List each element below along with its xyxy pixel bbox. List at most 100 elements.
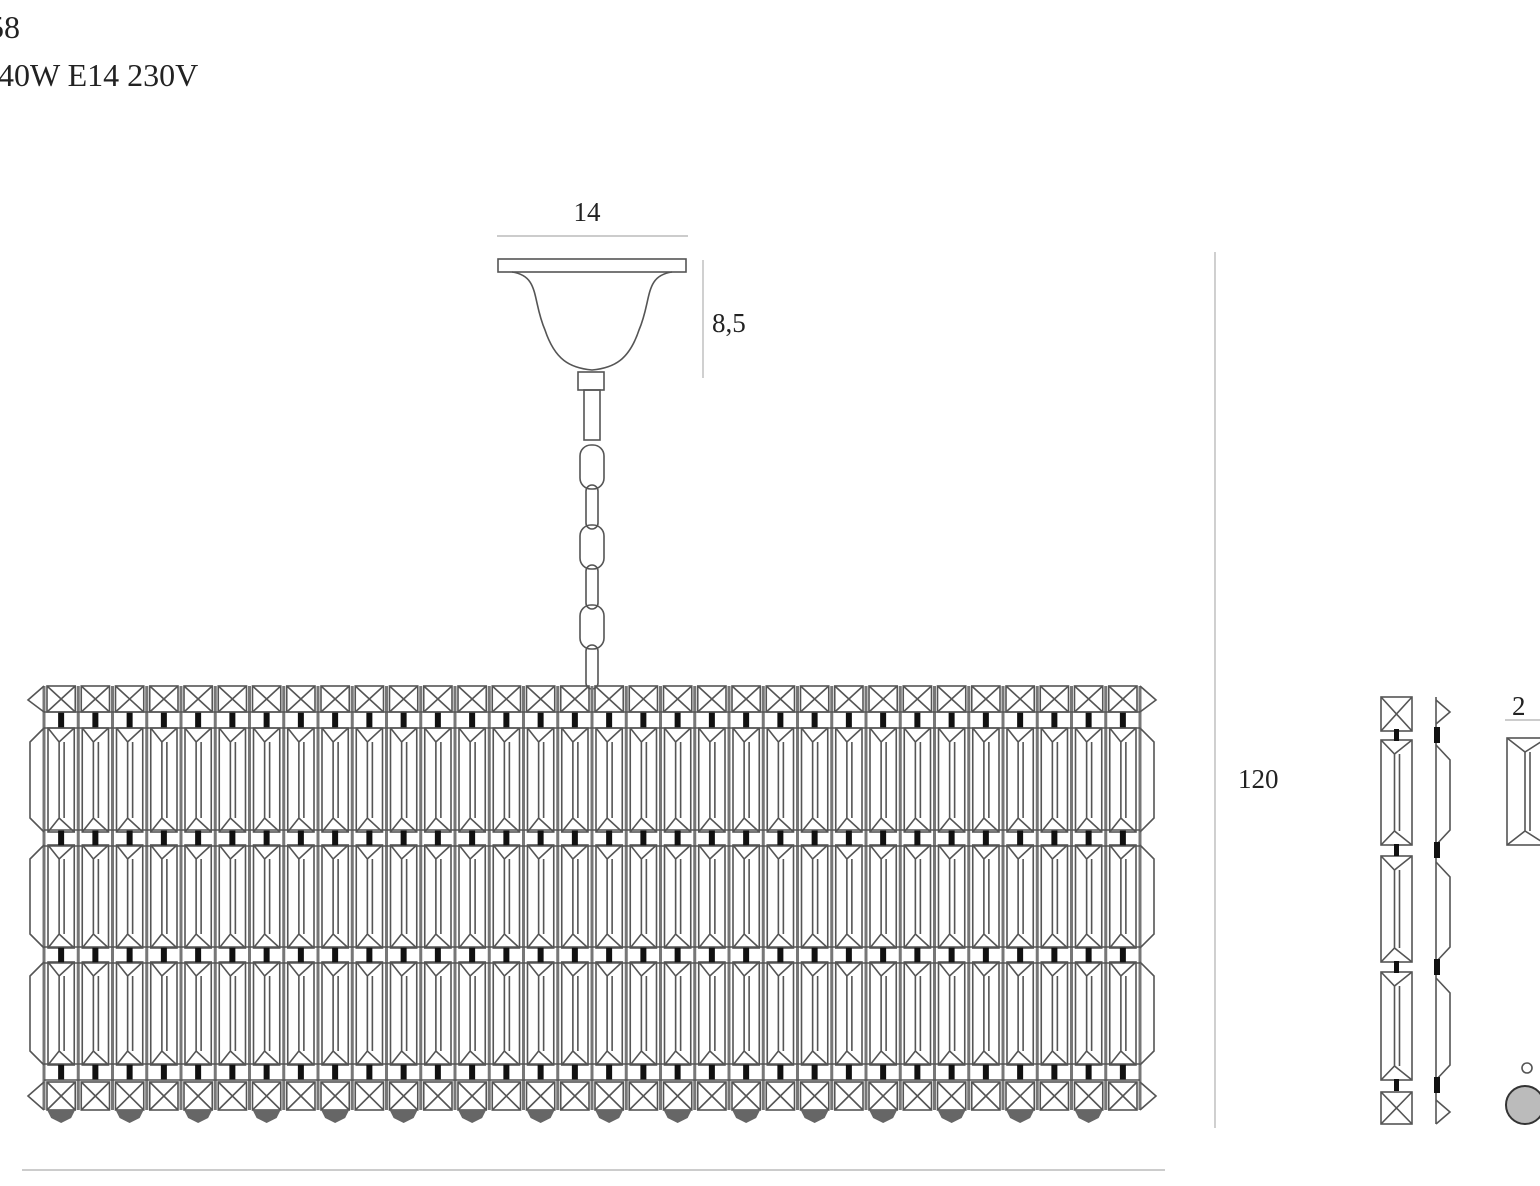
crystal-facet xyxy=(47,727,75,833)
bottom-square-crystal-cross xyxy=(1039,1081,1070,1111)
crystal-connector xyxy=(845,1064,852,1080)
top-square-crystal-cross xyxy=(731,685,761,713)
crystal-facet xyxy=(355,961,384,1066)
crystal-connector xyxy=(880,1064,887,1080)
crystal-facet xyxy=(321,727,349,833)
crystal-facet xyxy=(869,961,897,1066)
detail-square-crystal-cross xyxy=(1380,1091,1413,1125)
top-square-crystal-cross xyxy=(114,685,145,713)
crystal-facet xyxy=(526,961,555,1066)
top-square-crystal-cross xyxy=(354,685,385,713)
crystal-facet xyxy=(115,961,144,1066)
crystal-connector xyxy=(948,1064,955,1080)
crystal-connector xyxy=(469,947,476,963)
crystal-facet xyxy=(972,961,1000,1066)
crystal-connector xyxy=(1017,1064,1024,1080)
crystal-facet xyxy=(663,727,692,833)
bottom-square-crystal-cross xyxy=(662,1081,693,1111)
crystal-facet xyxy=(1074,961,1103,1066)
crystal-connector xyxy=(366,712,373,728)
crystal-prism xyxy=(937,844,966,949)
bottom-square-crystal-cross xyxy=(731,1081,761,1111)
crystal-prism xyxy=(526,961,555,1066)
crystal-connector xyxy=(571,1064,578,1080)
crystal-connector xyxy=(708,947,715,963)
crystal-prism xyxy=(81,961,110,1066)
bottom-square-crystal-cross xyxy=(46,1081,76,1111)
crystal-prism xyxy=(218,727,247,833)
drop-pendant xyxy=(458,1110,487,1123)
crystal-prism xyxy=(492,961,521,1066)
crystal-prism xyxy=(526,727,555,833)
ball-pendant-ring xyxy=(1521,1062,1533,1074)
crystal-facet xyxy=(526,844,555,949)
crystal-connector xyxy=(982,1064,989,1080)
side-profile-connector xyxy=(1434,842,1440,858)
crystal-facet xyxy=(869,844,897,949)
crystal-connector xyxy=(674,712,681,728)
top-square-crystal-cross xyxy=(525,685,556,713)
crystal-prism xyxy=(184,961,213,1066)
crystal-connector xyxy=(1017,947,1024,963)
top-square-crystal-cross xyxy=(662,685,693,713)
crystal-connector xyxy=(606,1064,613,1080)
crystal-connector xyxy=(297,947,304,963)
crystal-facet xyxy=(424,961,452,1066)
drop-pendant xyxy=(732,1110,761,1123)
bottom-square-crystal-cross xyxy=(217,1081,248,1111)
crystal-facet xyxy=(629,961,658,1066)
canopy-height-label: 8,5 xyxy=(712,308,746,338)
crystal-prism xyxy=(1108,727,1137,833)
crystal-connector xyxy=(880,947,887,963)
chain-link xyxy=(579,444,605,490)
crystal-strand-detail xyxy=(1380,696,1540,1125)
crystal-prism xyxy=(560,844,589,949)
drop-pendant xyxy=(389,1110,418,1123)
crystal-facet xyxy=(1074,844,1103,949)
crystal-connector xyxy=(640,947,647,963)
crystal-prism xyxy=(149,844,178,949)
crystal-prism xyxy=(629,844,658,949)
top-square-crystal-cross xyxy=(80,685,111,713)
bottom-square-crystal-cross xyxy=(286,1081,316,1111)
crystal-connector xyxy=(571,712,578,728)
side-crystal xyxy=(1139,727,1155,833)
crystal-connector xyxy=(160,947,167,963)
crystal-connector xyxy=(126,830,133,846)
crystal-connector xyxy=(366,947,373,963)
crystal-prism xyxy=(834,727,863,833)
drop-pendant xyxy=(800,1110,829,1123)
crystal-prism xyxy=(800,844,829,949)
crystal-connector xyxy=(469,1064,476,1080)
chain-link xyxy=(585,564,599,610)
crystal-prism xyxy=(149,961,178,1066)
crystal-prism xyxy=(971,727,1000,833)
crystal-connector xyxy=(777,1064,784,1080)
bottom-square-crystal-cross xyxy=(149,1081,179,1111)
crystal-prism xyxy=(492,844,521,949)
crystal-facet xyxy=(47,844,75,949)
crystal-connector xyxy=(811,1064,818,1080)
crystal-connector xyxy=(537,947,544,963)
crystal-connector xyxy=(674,947,681,963)
bottom-square-crystal-cross xyxy=(183,1081,213,1111)
crystal-facet xyxy=(561,961,589,1066)
top-square-crystal-cross xyxy=(1073,685,1104,713)
crystal-prism xyxy=(1006,727,1035,833)
crystal-prism xyxy=(629,961,658,1066)
crystal-facet xyxy=(766,727,795,833)
bottom-square-crystal-cross xyxy=(491,1081,522,1111)
crystal-connector xyxy=(1051,1064,1058,1080)
crystal-facet xyxy=(218,961,247,1066)
crystal-connector xyxy=(160,712,167,728)
bottom-square-crystal-cross xyxy=(971,1081,1001,1111)
chain-link xyxy=(585,484,599,530)
side-crystal xyxy=(29,727,45,833)
crystal-prism xyxy=(47,844,76,949)
crystal-connector xyxy=(366,830,373,846)
crystal-connector xyxy=(469,712,476,728)
crystal-facet xyxy=(1006,727,1034,833)
crystal-connector xyxy=(92,830,99,846)
side-crystal xyxy=(26,1081,45,1111)
crystal-facet xyxy=(389,961,418,1066)
